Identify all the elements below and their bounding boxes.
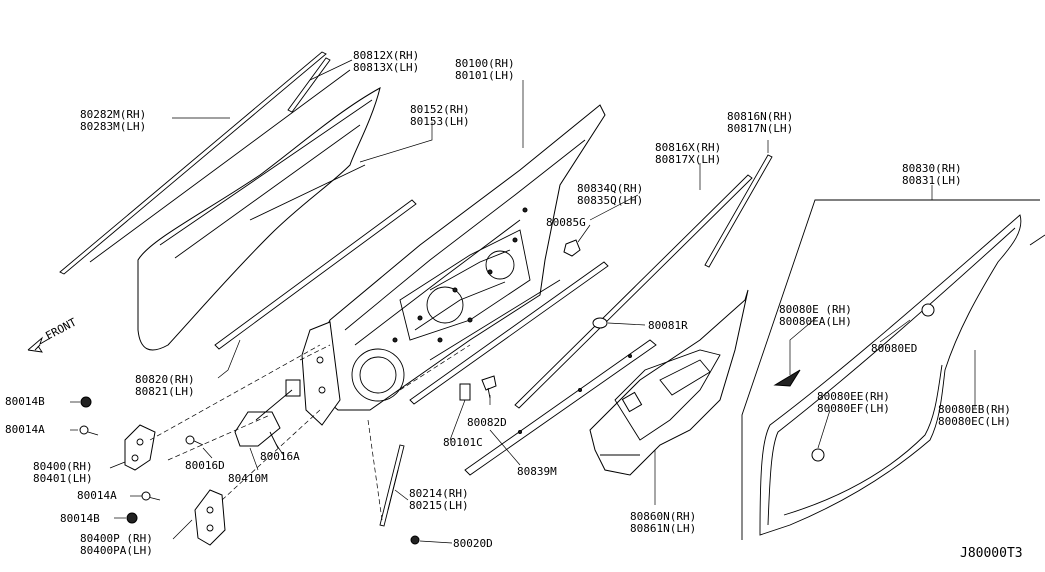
label-80839m: 80839M — [517, 465, 557, 478]
door-sash-molding — [287, 57, 331, 113]
plug-80081r — [592, 317, 608, 329]
front-arrow — [27, 336, 53, 353]
grommet-80085g — [563, 239, 581, 257]
clip-80082d — [481, 375, 497, 399]
label-80080ee: 80080EE(RH)80080EF(LH) — [817, 390, 890, 415]
label-80410m: 80410M — [228, 472, 268, 485]
lower-hinge — [194, 489, 226, 546]
door-check-link — [234, 379, 301, 447]
glass-guide-strip — [464, 339, 657, 476]
reference-code: J80000T3 — [960, 546, 1023, 561]
label-80214: 80214(RH)80215(LH) — [409, 487, 469, 512]
label-80014a-top: 80014A — [5, 423, 45, 436]
belt-weatherstrip — [514, 174, 753, 409]
door-glass — [137, 87, 381, 351]
label-80282m: 80282M(RH)80283M(LH) — [80, 108, 146, 133]
label-80860n: 80860N(RH)80861N(LH) — [630, 510, 696, 535]
door-trim-panel — [589, 289, 749, 476]
glass-run-channel — [214, 199, 417, 350]
label-80830: 80830(RH)80831(LH) — [902, 162, 962, 187]
inner-seal-strip — [409, 261, 609, 405]
label-80152: 80152(RH)80153(LH) — [410, 103, 470, 128]
label-80085g: 80085G — [546, 216, 586, 229]
regulator-rail — [379, 444, 405, 527]
front-label: FRONT — [43, 315, 79, 342]
label-80016d: 80016D — [185, 459, 225, 472]
label-80082d: 80082D — [467, 416, 507, 429]
sash-trim — [704, 154, 773, 268]
outer-belt-molding — [59, 51, 351, 275]
bolts — [79, 396, 420, 545]
label-80014b-top: 80014B — [5, 395, 45, 408]
line-art — [27, 51, 1045, 546]
door-panel — [317, 104, 606, 411]
leader-lines — [70, 59, 976, 544]
label-80080eb: 80080EB(RH)80080EC(LH) — [938, 403, 1011, 428]
label-80812x: 80812X(RH)80813X(LH) — [353, 49, 419, 74]
label-80816x: 80816X(RH)80817X(LH) — [655, 141, 721, 166]
label-80080ed: 80080ED — [871, 342, 917, 355]
label-80400: 80400(RH)80401(LH) — [33, 460, 93, 485]
label-80081r: 80081R — [648, 319, 688, 332]
door-opening-seal — [741, 199, 1045, 540]
label-80820: 80820(RH)80821(LH) — [135, 373, 195, 398]
label-80100: 80100(RH)80101(LH) — [455, 57, 515, 82]
upper-hinge — [124, 424, 156, 471]
bracket-80101c — [459, 383, 471, 401]
label-80816n: 80816N(RH)80817N(LH) — [727, 110, 793, 135]
label-80101c: 80101C — [443, 436, 483, 449]
label-80400p: 80400P (RH)80400PA(LH) — [80, 532, 153, 557]
assembly-dashed-lines — [149, 344, 471, 521]
door-end-panel — [301, 321, 341, 426]
label-80016a: 80016A — [260, 450, 300, 463]
label-80020d: 80020D — [453, 537, 493, 550]
label-80080e: 80080E (RH)80080EA(LH) — [779, 303, 852, 328]
label-80834q: 80834Q(RH)80835Q(LH) — [577, 182, 643, 207]
label-80014b-bot: 80014B — [60, 512, 100, 525]
label-80014a-bot: 80014A — [77, 489, 117, 502]
